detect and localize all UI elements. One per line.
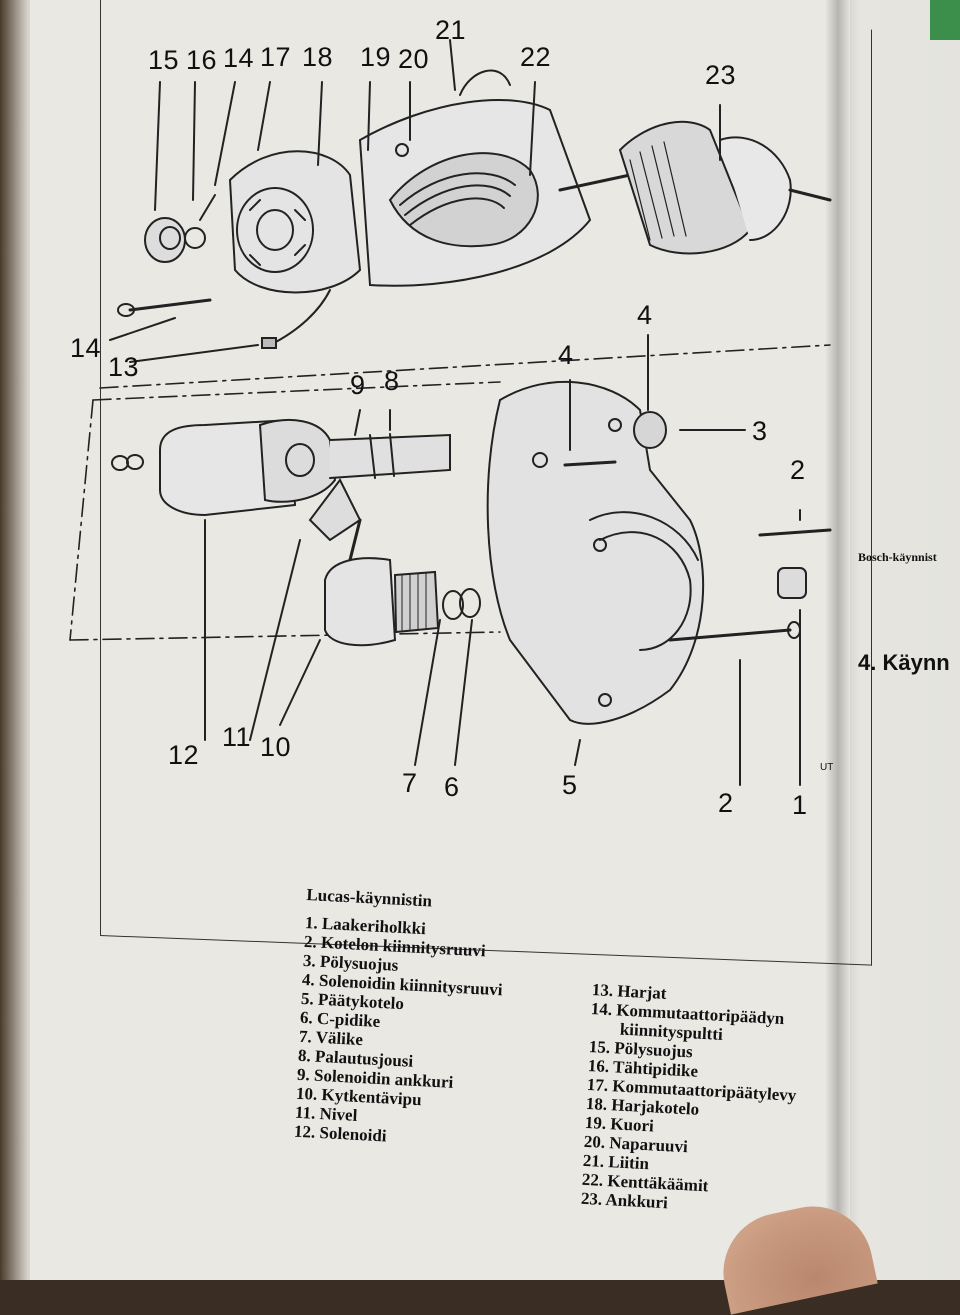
- callout-14-top: 14: [223, 43, 255, 73]
- book-gutter-shadow: [825, 0, 851, 1280]
- callout-13: 13: [108, 352, 140, 382]
- callout-16: 16: [186, 45, 218, 75]
- legend-left-column: 1. Laakeriholkki 2. Kotelon kiinnitysruu…: [294, 913, 586, 1155]
- callout-11: 11: [222, 722, 252, 752]
- callout-14-bottom: 14: [70, 333, 102, 363]
- right-page-heading: 4. Käynn: [858, 650, 950, 675]
- callout-2-bottom: 2: [718, 788, 734, 818]
- callout-19: 19: [360, 42, 392, 72]
- callout-2-top: 2: [790, 455, 806, 485]
- callout-5: 5: [562, 770, 578, 800]
- callout-21: 21: [435, 15, 467, 45]
- callout-1: 1: [792, 790, 808, 820]
- callout-15: 15: [148, 45, 180, 75]
- bleedthrough-text: [180, 970, 184, 987]
- callout-4-right: 4: [637, 300, 653, 330]
- callout-3: 3: [752, 416, 768, 446]
- left-page: 15 16 14 17 18 19 20 21 22 23 14 13 9 8 …: [30, 0, 872, 1280]
- callout-18: 18: [302, 42, 334, 72]
- callout-6: 6: [444, 772, 460, 802]
- callout-23: 23: [705, 60, 737, 90]
- right-page: [838, 0, 960, 1280]
- callout-17: 17: [260, 42, 292, 72]
- exploded-diagram: [69, 39, 832, 786]
- ut-mark: UT: [820, 762, 834, 773]
- callout-7: 7: [402, 768, 418, 798]
- green-tab: [930, 0, 960, 40]
- callout-8: 8: [384, 366, 400, 396]
- callout-9: 9: [350, 370, 366, 400]
- callout-10: 10: [260, 732, 292, 762]
- callout-4-left: 4: [558, 340, 574, 370]
- callout-12: 12: [168, 740, 200, 770]
- right-page-caption: Bosch-käynnist: [858, 550, 937, 564]
- callout-20: 20: [398, 44, 430, 74]
- callout-22: 22: [520, 42, 552, 72]
